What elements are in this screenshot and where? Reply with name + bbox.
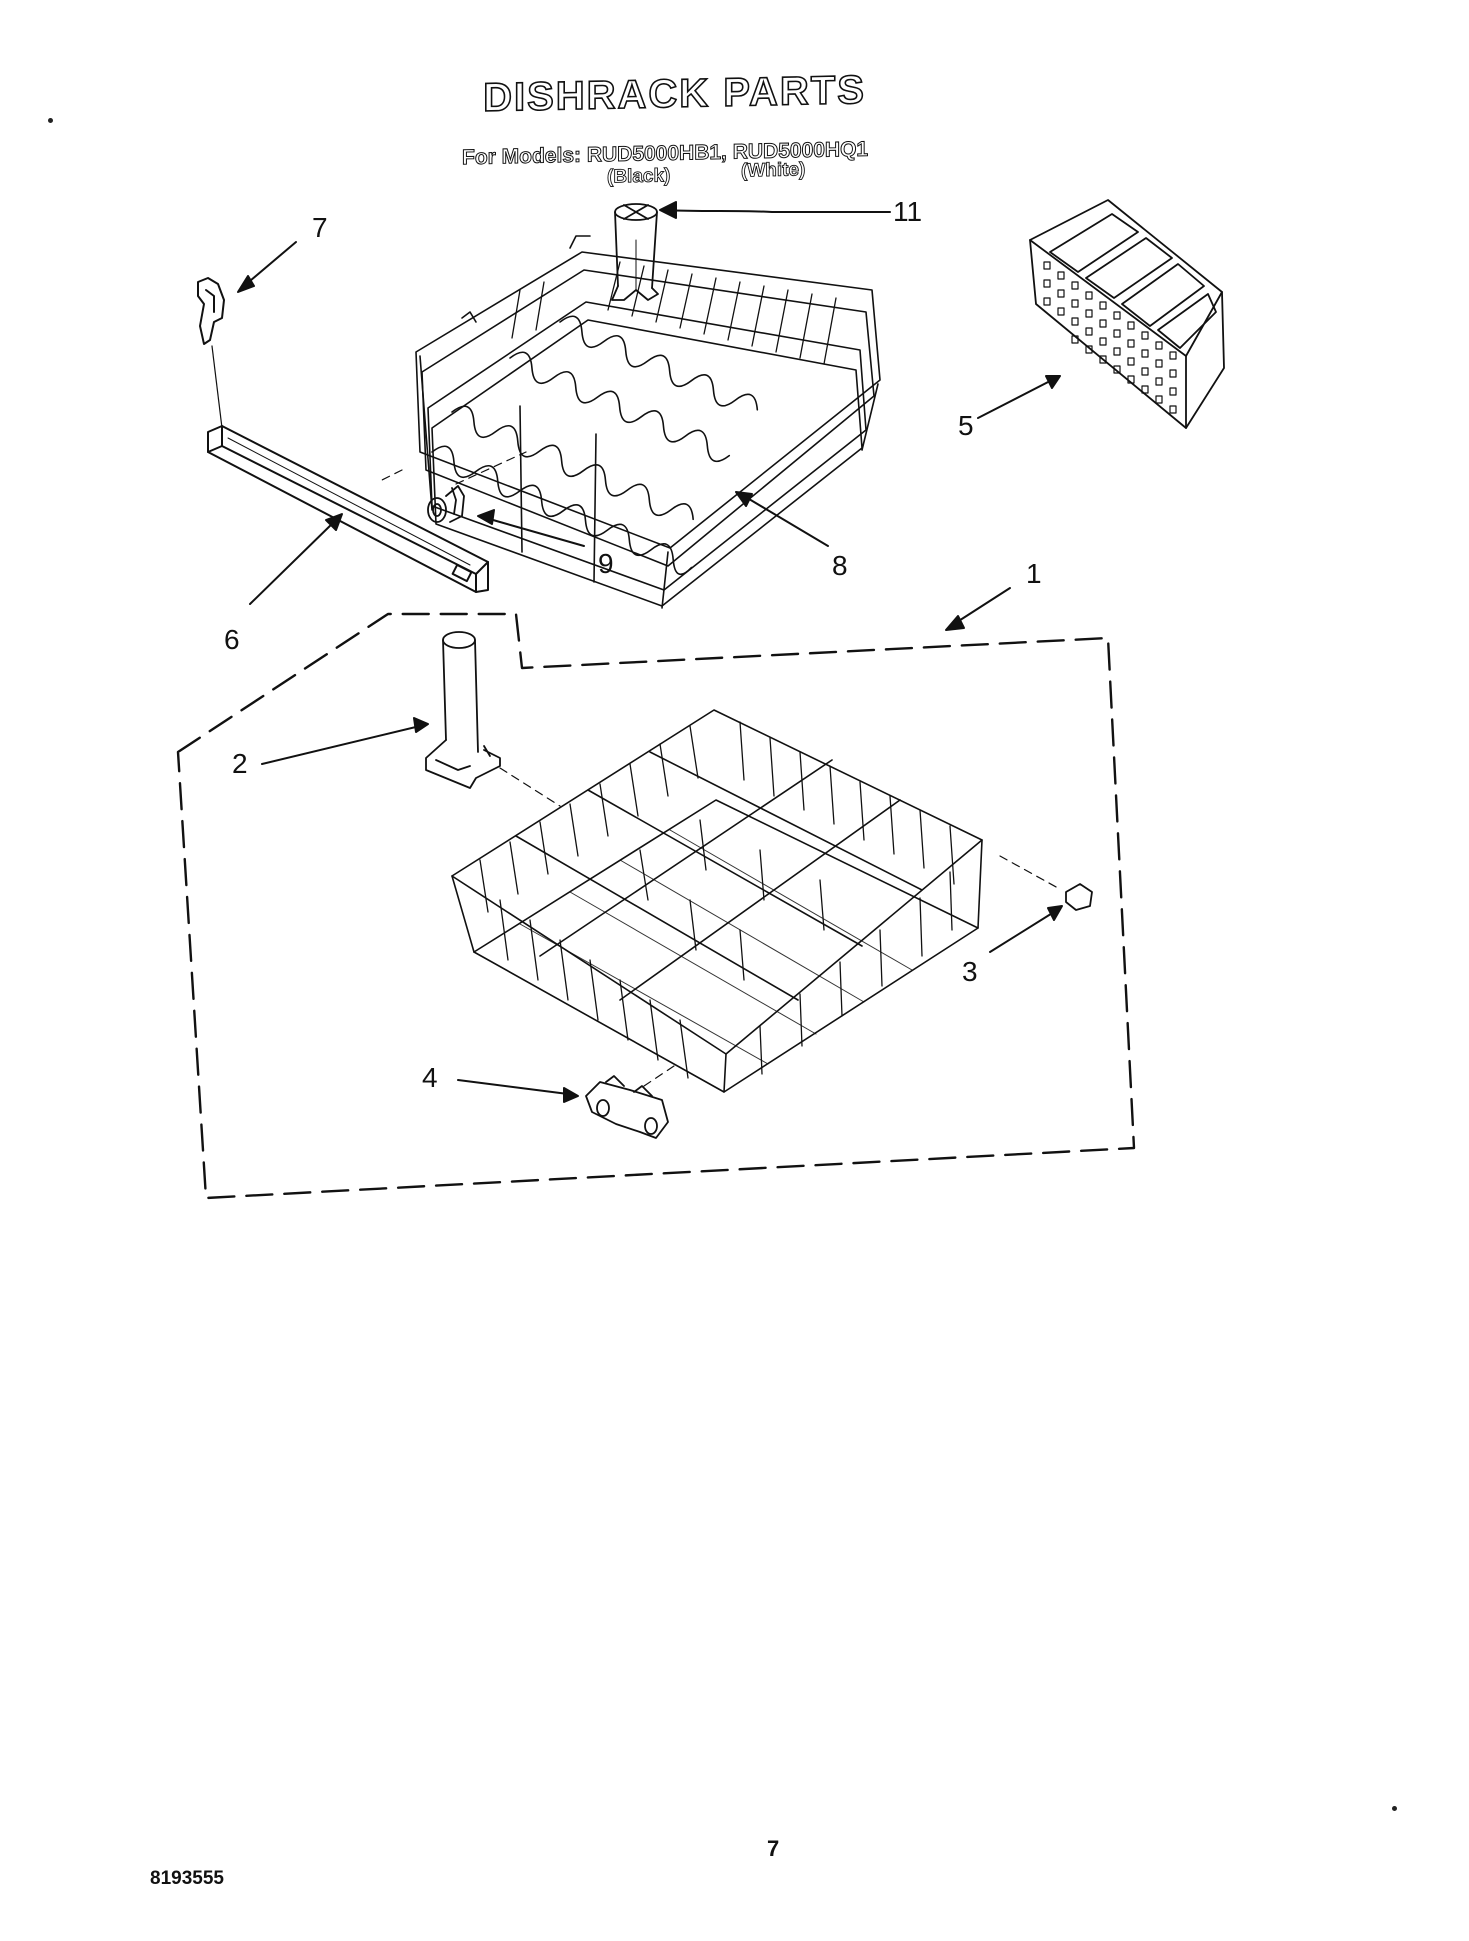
callout-9: 9 — [598, 548, 614, 579]
callout-11: 11 — [893, 196, 923, 227]
callout-8: 8 — [832, 550, 848, 581]
part-3-cap — [999, 855, 1093, 911]
scan-mark — [1392, 1806, 1397, 1811]
part-5-silverware-basket — [1029, 199, 1225, 429]
callout-4: 4 — [422, 1062, 438, 1093]
scan-mark — [48, 118, 53, 123]
part-1-assembly-boundary — [176, 612, 1136, 1200]
part-4-wheel-bracket — [585, 1065, 675, 1139]
document-number: 8193555 — [150, 1868, 224, 1889]
callout-3: 3 — [962, 956, 978, 987]
part-6-rail — [207, 425, 489, 593]
callout-5: 5 — [958, 410, 974, 441]
page-number: 7 — [767, 1836, 780, 1861]
part-8-upper-rack — [415, 235, 881, 609]
callout-6: 6 — [224, 624, 240, 655]
part-1-lower-rack — [451, 709, 983, 1093]
part-2-lower-tube — [425, 631, 561, 807]
callout-1: 1 — [1026, 558, 1042, 589]
part-11-spray-tube — [611, 203, 659, 301]
part-7-clip — [197, 277, 225, 429]
leader-arrows — [237, 201, 1063, 1103]
callout-7: 7 — [312, 212, 328, 243]
callout-2: 2 — [232, 748, 248, 779]
part-9-roller — [381, 451, 527, 523]
